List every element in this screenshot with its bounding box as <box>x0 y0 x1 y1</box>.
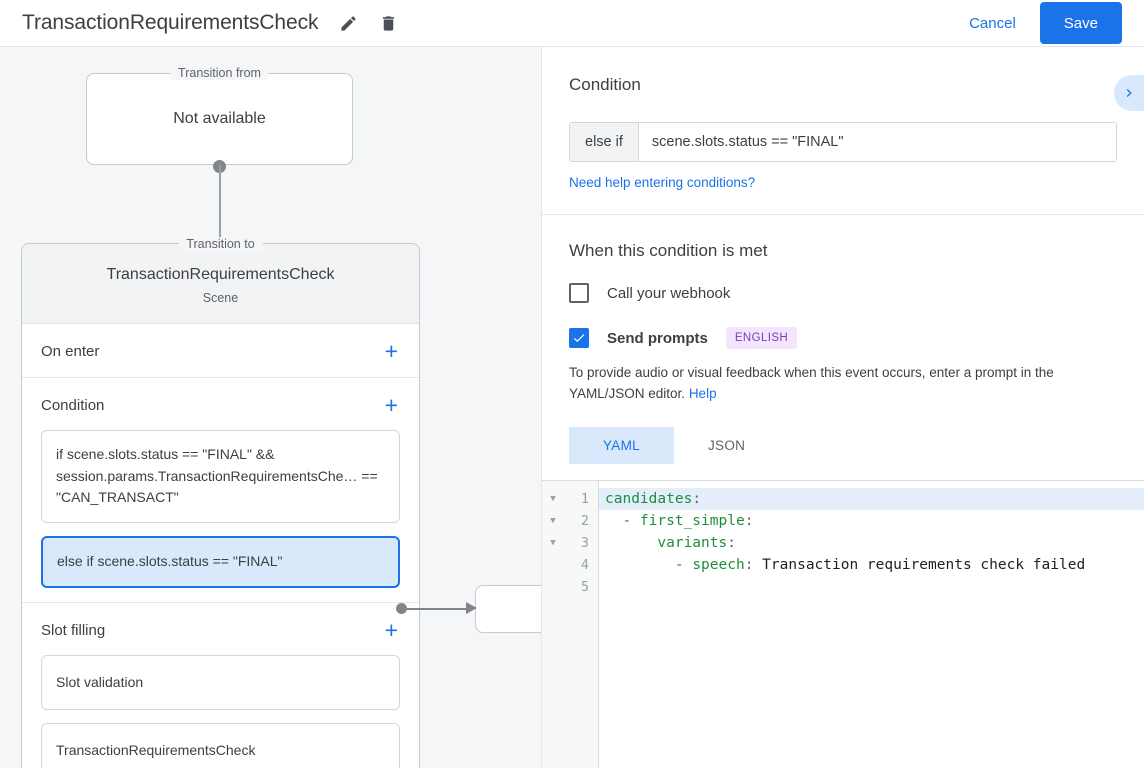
code-punct: : <box>744 556 754 573</box>
code-value: Transaction requirements check failed <box>753 556 1086 573</box>
transition-from-legend: Transition from <box>170 66 269 80</box>
editor-code-line[interactable]: - first_simple: <box>599 510 1144 532</box>
section-on-enter: On enter + <box>22 324 419 378</box>
condition-chip-selected[interactable]: else if scene.slots.status == "FINAL" <box>41 536 400 588</box>
code-key: variants <box>657 534 728 551</box>
add-on-enter-button[interactable]: + <box>384 338 398 364</box>
condition-heading: Condition <box>569 75 641 94</box>
section-slot-filling: Slot filling + Slot validation Transacti… <box>22 602 419 768</box>
tab-json[interactable]: JSON <box>674 427 779 464</box>
code-key: first_simple <box>639 512 745 529</box>
transition-to-box: Transition to TransactionRequirementsChe… <box>21 237 420 768</box>
scene-header: TransactionRequirementsCheck Scene <box>22 244 419 324</box>
prompts-help-link[interactable]: Help <box>688 385 717 401</box>
editor-line-number: ▼1 <box>542 488 598 510</box>
section-header: Slot filling + <box>41 616 400 643</box>
editor-line-number: 4 <box>542 554 598 576</box>
pencil-icon <box>341 15 356 31</box>
when-met-heading: When this condition is met <box>569 241 768 260</box>
line-number: 2 <box>580 512 589 529</box>
section-title-condition: Condition <box>41 397 105 414</box>
page-title: TransactionRequirementsCheck <box>22 11 319 34</box>
language-badge: ENGLISH <box>725 327 798 349</box>
line-number: 3 <box>580 534 589 551</box>
expand-panel-button[interactable] <box>1114 75 1144 111</box>
add-slot-filling-button[interactable]: + <box>384 616 398 643</box>
scene-title: TransactionRequirementsCheck <box>106 266 335 283</box>
section-header: On enter + <box>41 340 400 363</box>
slot-chip-validation[interactable]: Slot validation <box>41 654 400 711</box>
fold-toggle-icon[interactable]: ▼ <box>550 493 556 504</box>
condition-expression-input[interactable] <box>638 123 1116 161</box>
editor-code-line[interactable]: - speech: Transaction requirements check… <box>599 554 1144 576</box>
condition-prefix-label: else if <box>570 123 639 161</box>
section-condition: Condition + if scene.slots.status == "FI… <box>22 378 419 603</box>
line-number: 5 <box>580 578 589 595</box>
section-header: Condition + <box>41 394 400 417</box>
editor-code-line[interactable]: variants: <box>599 532 1144 554</box>
condition-chip[interactable]: if scene.slots.status == "FINAL" && sess… <box>41 430 400 524</box>
code-indent: - <box>605 512 640 529</box>
editor-line-number: 5 <box>542 576 598 598</box>
transition-to-legend: Transition to <box>178 237 263 251</box>
editor-line-number: ▼2 <box>542 510 598 532</box>
editor-tabs: YAML JSON <box>569 426 1117 464</box>
cancel-button[interactable]: Cancel <box>959 7 1026 40</box>
code-punct: : <box>692 490 702 507</box>
next-node-box[interactable] <box>475 585 541 633</box>
delete-button[interactable] <box>374 9 402 37</box>
top-bar: TransactionRequirementsCheck Cancel Save <box>0 0 1144 47</box>
trash-icon <box>382 15 394 31</box>
condition-input-row[interactable]: else if <box>569 122 1117 162</box>
line-number: 4 <box>580 556 589 573</box>
prompts-checkbox[interactable] <box>569 328 589 348</box>
code-indent: - <box>605 556 693 573</box>
webhook-checkbox[interactable] <box>569 283 589 303</box>
section-title-on-enter: On enter <box>41 343 100 360</box>
check-icon <box>573 334 585 343</box>
slot-chip-transaction[interactable]: TransactionRequirementsCheck <box>41 723 400 768</box>
fold-toggle-icon[interactable]: ▼ <box>550 537 556 548</box>
flow-canvas[interactable]: Transition from Not available Transition… <box>0 47 541 768</box>
editor-code-line[interactable]: candidates: <box>599 487 1144 510</box>
code-key: candidates <box>605 490 693 507</box>
section-title-slot-filling: Slot filling <box>41 621 106 639</box>
prompts-hint-text: To provide audio or visual feedback when… <box>569 365 1054 401</box>
details-panel: Condition else if Need help entering con… <box>541 47 1144 768</box>
editor-code-line[interactable] <box>599 576 1144 598</box>
prompts-hint: To provide audio or visual feedback when… <box>569 363 1117 405</box>
code-punct: : <box>744 512 754 529</box>
transition-from-value: Not available <box>173 110 266 127</box>
condition-block: Condition else if Need help entering con… <box>542 47 1144 214</box>
condition-help-link[interactable]: Need help entering conditions? <box>569 175 756 190</box>
save-button[interactable]: Save <box>1039 2 1122 44</box>
add-condition-button[interactable]: + <box>384 392 398 418</box>
editor-line-number: ▼3 <box>542 532 598 554</box>
webhook-label: Call your webhook <box>607 284 731 302</box>
code-indent <box>605 535 657 551</box>
webhook-row[interactable]: Call your webhook <box>569 283 1117 303</box>
prompts-row[interactable]: Send prompts ENGLISH <box>569 327 1117 349</box>
when-met-block: When this condition is met Call your web… <box>542 215 1144 486</box>
code-key: speech <box>692 556 745 573</box>
connector-line <box>219 165 221 263</box>
line-number: 1 <box>580 490 589 507</box>
chevron-right-icon <box>1126 89 1132 97</box>
prompts-label: Send prompts <box>607 329 708 347</box>
condition-output-arrow <box>466 602 477 614</box>
editor-code-area[interactable]: candidates: - first_simple: variants: - … <box>599 481 1144 768</box>
edit-title-button[interactable] <box>334 9 362 37</box>
transition-from-box: Transition from Not available <box>86 66 353 165</box>
scene-type-label: Scene <box>202 291 239 305</box>
tab-yaml[interactable]: YAML <box>569 426 674 464</box>
condition-output-line <box>405 608 467 610</box>
fold-toggle-icon[interactable]: ▼ <box>550 515 556 526</box>
panel-divider <box>542 214 1144 215</box>
code-punct: : <box>727 534 736 551</box>
condition-output-dot <box>396 603 407 614</box>
